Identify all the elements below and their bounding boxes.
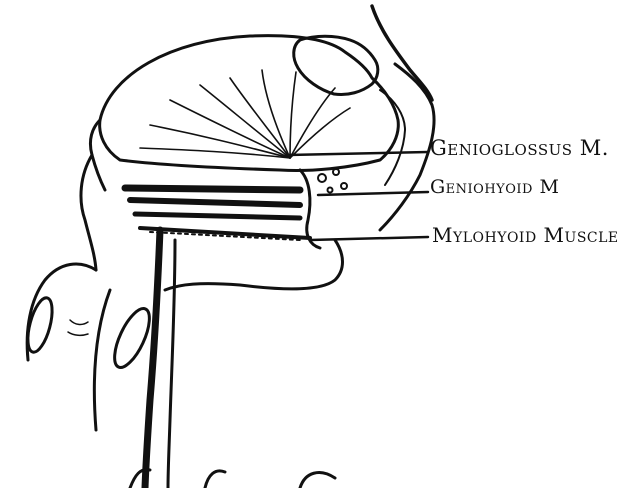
label-mylohyoid: Mylohyoid Muscle — [432, 223, 619, 247]
genial-tubercle-dot-2 — [333, 169, 339, 175]
genioglossus-fibers — [140, 70, 350, 158]
tooth-detail-2 — [68, 332, 88, 335]
bottom-scribble-3 — [300, 473, 335, 488]
genial-tubercle-dot-1 — [318, 174, 326, 182]
tooth-detail — [70, 320, 88, 324]
bottom-scribble-2 — [205, 471, 225, 488]
chin-skin-2 — [94, 290, 110, 430]
label-genioglossus: Genioglossus M. — [430, 136, 609, 160]
leader-line-geniohyoid — [318, 192, 428, 195]
leader-line-genioglossus — [288, 152, 428, 155]
lower-incisor — [23, 295, 57, 354]
genial-tubercle-dot-3 — [341, 183, 347, 189]
chin-skin — [27, 264, 96, 360]
geniohyoid-band — [125, 188, 300, 190]
geniohyoid-band-3 — [135, 214, 300, 218]
upper-incisor — [108, 304, 157, 372]
label-geniohyoid: Geniohyoid M — [430, 176, 559, 198]
mandible-front — [145, 230, 160, 488]
leader-line-mylohyoid — [310, 237, 428, 240]
genial-tubercle-dot-4 — [328, 188, 333, 193]
mandible-back — [168, 240, 175, 488]
lower-lip — [81, 155, 96, 270]
geniohyoid-band-2 — [130, 200, 300, 205]
